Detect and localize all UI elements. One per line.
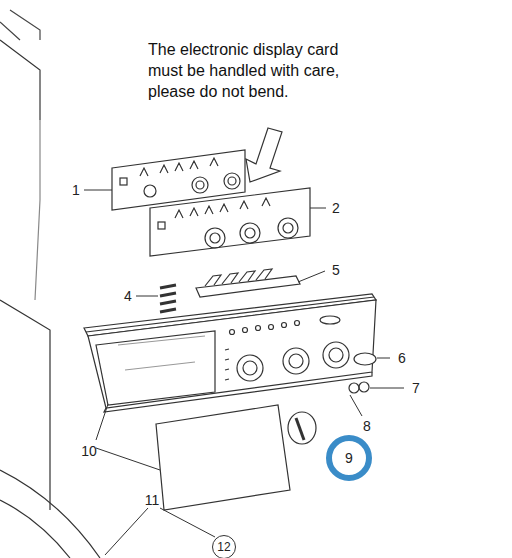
light-guides: [160, 285, 176, 312]
callout-circle: 9: [326, 435, 372, 481]
knob: [323, 342, 349, 368]
attention-arrow: [246, 128, 282, 182]
program-knob: [288, 412, 316, 444]
callout-number: 11: [145, 492, 160, 508]
handling-note: The electronic display card must be hand…: [148, 40, 376, 102]
door-ring: [0, 470, 100, 558]
callout-number: 6: [398, 350, 406, 366]
callout-circle: 12: [212, 535, 236, 558]
callout-number: 8: [363, 418, 371, 434]
door-ring: [0, 500, 70, 558]
machine-body: [0, 300, 50, 510]
spring-ring: [349, 383, 359, 393]
display-card-2: [150, 188, 310, 256]
button-strip: [196, 276, 300, 297]
callout-number: 2: [332, 200, 340, 216]
leader-lines: [84, 190, 404, 555]
callout-number: 4: [124, 288, 132, 304]
circle-ring: [213, 536, 236, 558]
drawer-opening: [96, 331, 215, 405]
callout-number: 10: [81, 443, 97, 459]
callout-number: 9: [345, 451, 353, 465]
machine-body: [0, 40, 40, 120]
control-panel: [88, 300, 376, 408]
callout-number: 1: [72, 182, 80, 198]
callout-number: 5: [332, 262, 340, 278]
callout-number: 12: [217, 541, 230, 553]
circle-ring: [329, 438, 369, 478]
drawer-front: [156, 405, 290, 510]
cap-oval: [354, 353, 376, 365]
callout-number: 7: [412, 380, 420, 396]
knob: [237, 355, 263, 381]
knob: [283, 348, 309, 374]
